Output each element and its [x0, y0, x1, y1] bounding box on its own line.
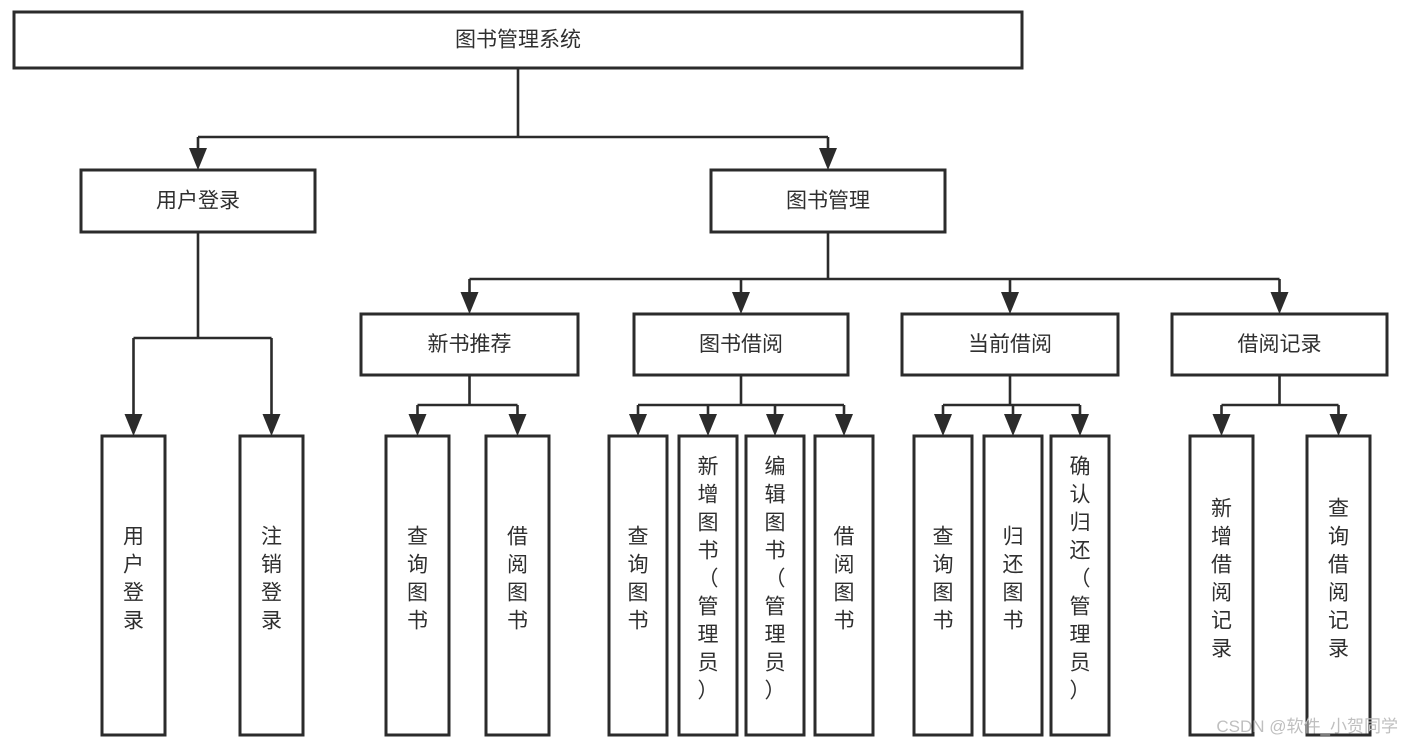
node-leaf-leaf-query-book-3[interactable]: 查询图书: [912, 434, 974, 737]
node-root-system[interactable]: 图书管理系统: [12, 10, 1024, 70]
node-level3-borrow-record[interactable]: 借阅记录: [1170, 312, 1389, 377]
node-box[interactable]: [982, 434, 1044, 737]
node-label: 图书管理: [786, 190, 870, 213]
csdn-watermark: CSDN @软件_小贺同学: [1216, 717, 1398, 736]
node-box[interactable]: [677, 434, 739, 737]
node-label: 图书借阅: [699, 333, 783, 356]
node-label: 当前借阅: [968, 333, 1052, 356]
node-label: 新增图书（管理员）: [698, 456, 719, 703]
node-label: 确认归还（管理员）: [1070, 456, 1091, 703]
node-leaf-leaf-add-borrow-record[interactable]: 新增借阅记录: [1188, 434, 1255, 737]
node-box[interactable]: [912, 434, 974, 737]
node-box[interactable]: [1188, 434, 1255, 737]
node-label: 归还图书: [1003, 526, 1024, 633]
arrow-head-icon: [1212, 414, 1231, 436]
node-label: 查询借阅记录: [1328, 498, 1349, 661]
arrow-head-icon: [766, 414, 784, 436]
node-leaf-leaf-edit-book-admin[interactable]: 编辑图书（管理员）: [744, 434, 806, 737]
node-label: 查询图书: [628, 526, 649, 633]
arrow-head-icon: [732, 292, 750, 314]
node-label: 查询图书: [407, 526, 428, 633]
node-label: 用户登录: [123, 526, 144, 633]
arrow-head-icon: [629, 414, 647, 436]
arrow-head-icon: [1270, 292, 1289, 314]
arrow-head-icon: [1071, 414, 1089, 436]
node-label: 新增借阅记录: [1211, 498, 1232, 661]
node-box[interactable]: [744, 434, 806, 737]
node-box[interactable]: [238, 434, 305, 737]
node-level3-new-book-recommend[interactable]: 新书推荐: [359, 312, 580, 377]
node-box[interactable]: [1170, 312, 1389, 377]
arrow-head-icon: [835, 414, 853, 436]
node-box[interactable]: [607, 434, 669, 737]
node-box[interactable]: [900, 312, 1120, 377]
node-box[interactable]: [632, 312, 850, 377]
node-leaf-leaf-query-borrow-record[interactable]: 查询借阅记录: [1305, 434, 1372, 737]
node-boxes-layer: 图书管理系统用户登录图书管理新书推荐图书借阅当前借阅借阅记录用户登录注销登录查询…: [12, 10, 1389, 737]
arrow-head-icon: [262, 414, 281, 436]
node-level2-book-manage[interactable]: 图书管理: [709, 168, 947, 234]
node-leaf-leaf-query-book-1[interactable]: 查询图书: [384, 434, 451, 737]
node-level2-user-login[interactable]: 用户登录: [79, 168, 317, 234]
node-level3-current-borrow[interactable]: 当前借阅: [900, 312, 1120, 377]
arrow-head-icon: [408, 414, 427, 436]
node-label: 图书管理系统: [455, 29, 581, 52]
node-leaf-leaf-add-book-admin[interactable]: 新增图书（管理员）: [677, 434, 739, 737]
arrow-head-icon: [508, 414, 527, 436]
arrow-head-icon: [1004, 414, 1022, 436]
arrow-head-icon: [460, 292, 479, 314]
node-leaf-leaf-user-login[interactable]: 用户登录: [100, 434, 167, 737]
node-box[interactable]: [359, 312, 580, 377]
arrow-head-icon: [699, 414, 717, 436]
arrow-head-icon: [189, 148, 207, 170]
node-label: 新书推荐: [428, 333, 512, 356]
node-box[interactable]: [709, 168, 947, 234]
arrow-head-icon: [1001, 292, 1019, 314]
node-label: 查询图书: [933, 526, 954, 633]
node-label: 编辑图书（管理员）: [765, 456, 786, 703]
node-leaf-leaf-logout-login[interactable]: 注销登录: [238, 434, 305, 737]
node-label: 借阅图书: [834, 526, 855, 633]
node-box[interactable]: [12, 10, 1024, 70]
node-leaf-leaf-borrow-book-2[interactable]: 借阅图书: [813, 434, 875, 737]
node-label: 借阅图书: [507, 526, 528, 633]
node-leaf-leaf-borrow-book-1[interactable]: 借阅图书: [484, 434, 551, 737]
arrow-head-icon: [934, 414, 952, 436]
node-level3-book-borrow[interactable]: 图书借阅: [632, 312, 850, 377]
arrow-head-icon: [819, 148, 837, 170]
node-box[interactable]: [384, 434, 451, 737]
node-label: 注销登录: [261, 526, 282, 633]
arrow-head-icon: [1329, 414, 1348, 436]
arrow-head-icon: [124, 414, 143, 436]
connector-lines-layer: [124, 68, 1348, 436]
node-leaf-leaf-query-book-2[interactable]: 查询图书: [607, 434, 669, 737]
node-box[interactable]: [813, 434, 875, 737]
node-box[interactable]: [100, 434, 167, 737]
node-box[interactable]: [1049, 434, 1111, 737]
node-box[interactable]: [484, 434, 551, 737]
node-box[interactable]: [79, 168, 317, 234]
node-leaf-leaf-return-book[interactable]: 归还图书: [982, 434, 1044, 737]
node-label: 用户登录: [156, 190, 240, 213]
node-leaf-leaf-confirm-return-admin[interactable]: 确认归还（管理员）: [1049, 434, 1111, 737]
node-label: 借阅记录: [1238, 333, 1322, 356]
node-box[interactable]: [1305, 434, 1372, 737]
